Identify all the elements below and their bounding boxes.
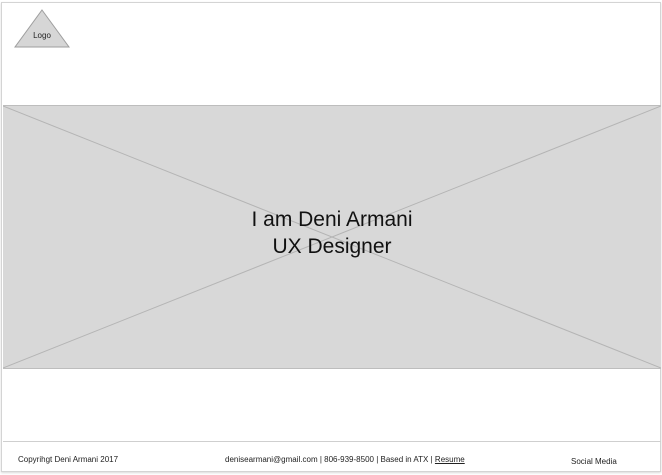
separator: | [373, 455, 381, 464]
copyright-text: Copyrihgt Deni Armani 2017 [18, 455, 119, 464]
hero-image-placeholder: I am Deni Armani UX Designer [3, 105, 661, 369]
social-media-link[interactable]: Social Media [571, 457, 617, 466]
logo-label: Logo [33, 31, 51, 40]
hero-name: I am Deni Armani [251, 208, 413, 231]
image-placeholder-icon [3, 106, 661, 368]
hero-role: UX Designer [272, 235, 392, 258]
contact-info: denisearmani@gmail.com | 806-939-8500 | … [225, 455, 465, 464]
logo[interactable]: Logo [14, 9, 70, 49]
phone-text: 806-939-8500 [324, 455, 374, 464]
location-text: Based in ATX [380, 455, 429, 464]
logo-triangle-icon [14, 9, 70, 48]
email-link[interactable]: denisearmani@gmail.com [225, 455, 318, 464]
separator: | [317, 455, 325, 464]
hero-heading: I am Deni Armani UX Designer [3, 206, 661, 260]
resume-link[interactable]: Resume [434, 455, 465, 464]
separator: | [428, 455, 435, 464]
footer: Copyrihgt Deni Armani 2017 denisearmani@… [3, 441, 661, 474]
